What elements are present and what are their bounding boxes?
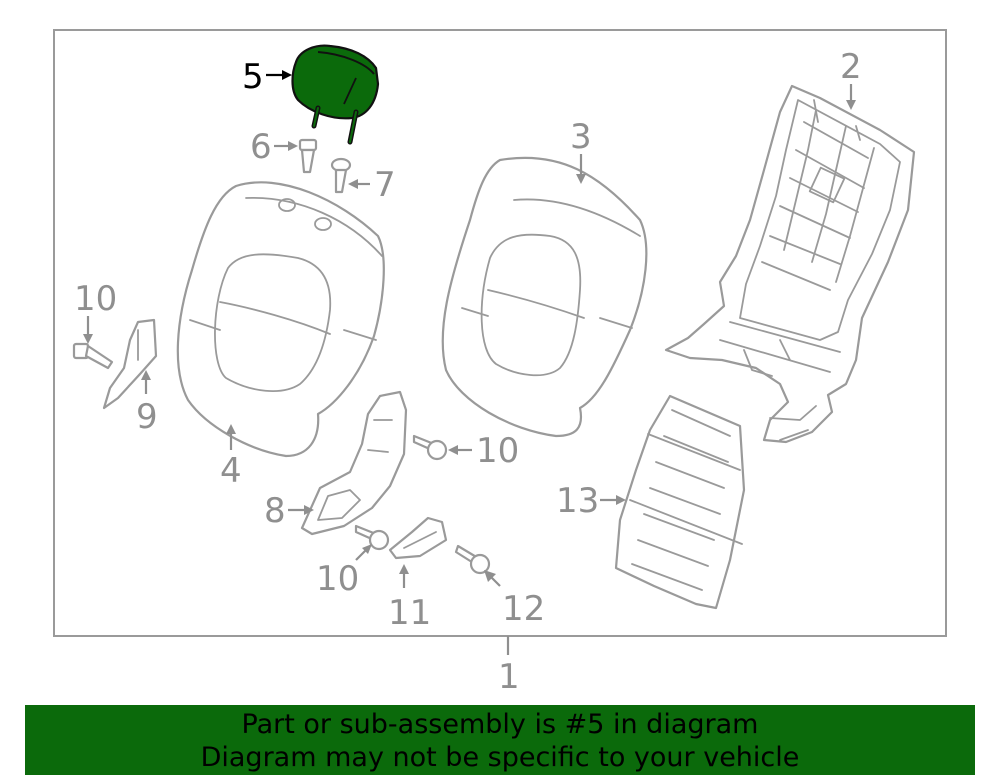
svg-text:1: 1 xyxy=(498,657,520,697)
callout-8: 8 xyxy=(264,491,314,531)
callout-3: 3 xyxy=(570,117,592,184)
svg-text:8: 8 xyxy=(264,491,286,531)
svg-text:4: 4 xyxy=(220,451,242,491)
svg-text:6: 6 xyxy=(250,127,272,167)
callout-12: 12 xyxy=(484,570,545,629)
banner-line-disclaimer: Diagram may not be specific to your vehi… xyxy=(200,742,800,773)
bracket-9-part[interactable] xyxy=(102,318,158,410)
svg-text:10: 10 xyxy=(74,279,117,319)
seat-back-panel-part[interactable] xyxy=(614,394,746,610)
callout-10-middle: 10 xyxy=(448,431,519,471)
screw-10c-part[interactable] xyxy=(354,524,390,551)
svg-text:10: 10 xyxy=(476,431,519,471)
callout-10-bottom: 10 xyxy=(316,544,372,599)
assembly-frame xyxy=(53,29,947,637)
seat-back-frame-part[interactable] xyxy=(664,84,916,444)
svg-text:7: 7 xyxy=(374,165,396,205)
banner-line-part-number: Part or sub-assembly is #5 in diagram xyxy=(241,709,759,740)
bolt-6-part[interactable] xyxy=(298,138,318,174)
headrest-5-part[interactable] xyxy=(291,44,380,145)
screw-10b-part[interactable] xyxy=(412,434,448,461)
callout-1: 1 xyxy=(498,657,520,697)
callout-5: 5 xyxy=(242,57,292,97)
callout-11: 11 xyxy=(388,564,431,633)
hinge-cover-8-part[interactable] xyxy=(300,390,408,536)
callout-10-left: 10 xyxy=(74,279,117,344)
info-banner: Part or sub-assembly is #5 in diagram Di… xyxy=(25,705,975,775)
svg-text:3: 3 xyxy=(570,117,592,157)
callout-13: 13 xyxy=(556,481,626,521)
parts-diagram: 1 2 3 4 5 6 7 8 9 10 xyxy=(53,29,947,697)
svg-text:10: 10 xyxy=(316,559,359,599)
bracket-11-part[interactable] xyxy=(388,516,448,560)
callout-6: 6 xyxy=(250,127,298,167)
svg-text:5: 5 xyxy=(242,57,264,97)
callout-9: 9 xyxy=(136,370,158,437)
seat-back-cover-part[interactable] xyxy=(441,156,648,438)
svg-text:2: 2 xyxy=(840,47,862,87)
callout-2: 2 xyxy=(840,47,862,110)
svg-text:12: 12 xyxy=(502,589,545,629)
svg-text:11: 11 xyxy=(388,593,431,633)
callout-7: 7 xyxy=(348,165,396,205)
screw-12-part[interactable] xyxy=(454,544,491,575)
bolt-7-part[interactable] xyxy=(330,157,352,194)
svg-text:9: 9 xyxy=(136,397,158,437)
seat-back-pad-part[interactable] xyxy=(176,181,385,458)
svg-text:13: 13 xyxy=(556,481,599,521)
callout-4: 4 xyxy=(220,424,242,491)
bolt-10a-part[interactable] xyxy=(72,342,114,370)
